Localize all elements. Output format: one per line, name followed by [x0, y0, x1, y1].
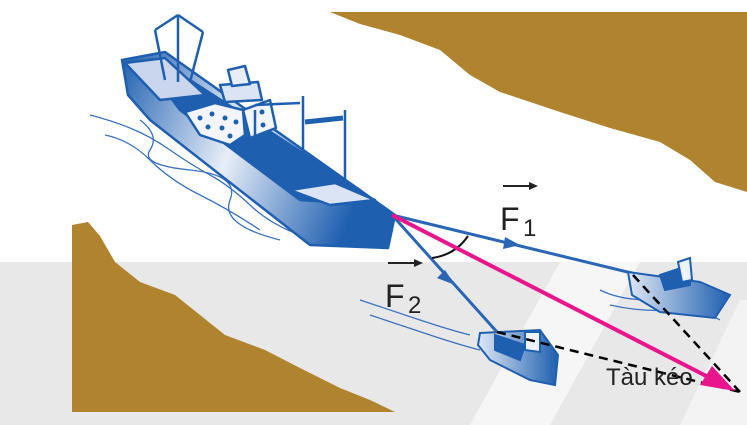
force-vector-f1	[391, 213, 641, 277]
label-f1-letter: F	[500, 201, 520, 237]
riverbank-top-right	[330, 12, 747, 192]
force-vector-f2	[390, 213, 499, 334]
cargo-ship	[120, 13, 397, 250]
angle-arc	[431, 235, 469, 259]
label-f1-subscript: 1	[523, 215, 536, 242]
label-f1: F 1	[500, 182, 538, 242]
label-f2-subscript: 2	[408, 292, 421, 319]
riverbank-bottom-left	[72, 222, 395, 412]
parallelogram-construction-lines	[496, 274, 741, 394]
resultant-force-vector	[391, 213, 735, 391]
label-tugboat: Tàu kéo	[606, 364, 693, 391]
label-f2: F 2	[385, 259, 423, 319]
label-f2-letter: F	[385, 278, 405, 314]
ship-portholes	[197, 109, 266, 139]
tugboat-2	[476, 328, 560, 387]
tugboat-1	[626, 256, 732, 320]
